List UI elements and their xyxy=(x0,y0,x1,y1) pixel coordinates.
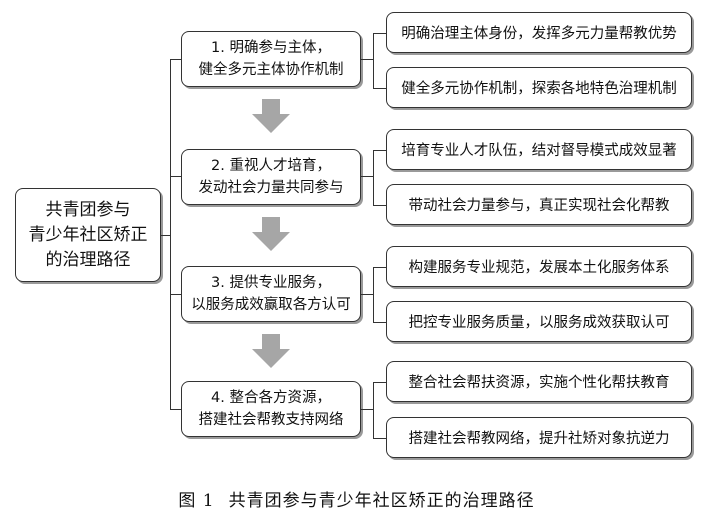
mid-spine xyxy=(170,59,172,410)
step-3-leaf-1: 构建服务专业规范，发展本土化服务体系 xyxy=(386,246,692,287)
step-2-leaf-branch-2 xyxy=(373,205,386,207)
step-3-node: 3. 提供专业服务， 以服务成效赢取各方认可 xyxy=(181,266,361,322)
step-2-node: 2. 重视人才培育， 发动社会力量共同参与 xyxy=(181,149,361,205)
figure-caption: 图 1 共青团参与青少年社区矫正的治理路径 xyxy=(0,486,713,511)
step-3-leaf-branch-1 xyxy=(373,267,386,269)
down-arrow-icon xyxy=(252,217,290,251)
step-1-leaf-spine xyxy=(373,33,375,89)
step-2-leaf-1: 培育专业人才队伍，结对督导模式成效显著 xyxy=(386,129,692,170)
root-line-2: 青少年社区矫正 xyxy=(28,224,148,245)
step-3-subtitle: 以服务成效赢取各方认可 xyxy=(191,297,351,313)
mid-branch-2 xyxy=(170,176,181,178)
step-3-leaf-2: 把控专业服务质量，以服务成效获取认可 xyxy=(386,301,692,342)
figure-number: 图 1 xyxy=(178,491,215,511)
step-4-leaf-2: 搭建社会帮教网络，提升社矫对象抗逆力 xyxy=(386,417,692,458)
down-arrow-icon xyxy=(252,334,290,368)
step-3-title: 3. 提供专业服务， xyxy=(211,275,331,291)
mid-branch-1 xyxy=(170,59,181,61)
step-1-leaf-2: 健全多元协作机制，探索各地特色治理机制 xyxy=(386,67,692,108)
step-4-leaf-1: 整合社会帮扶资源，实施个性化帮扶教育 xyxy=(386,361,692,402)
step-1-leaf-branch-2 xyxy=(373,88,386,90)
step-3-connector xyxy=(361,294,374,296)
root-line-1: 共青团参与 xyxy=(45,199,131,220)
root-connector xyxy=(161,235,171,237)
step-1-subtitle: 健全多元主体协作机制 xyxy=(198,62,344,78)
step-3-leaf-spine xyxy=(373,267,375,323)
down-arrow-icon xyxy=(252,99,290,133)
step-1-leaf-branch-1 xyxy=(373,33,386,35)
step-1-title: 1. 明确参与主体， xyxy=(211,40,331,56)
mid-branch-3 xyxy=(170,294,181,296)
step-2-leaf-spine xyxy=(373,150,375,206)
step-4-connector xyxy=(361,409,374,411)
step-2-connector xyxy=(361,176,374,178)
step-4-leaf-branch-1 xyxy=(373,382,386,384)
step-2-title: 2. 重视人才培育， xyxy=(211,158,331,174)
step-4-subtitle: 搭建社会帮教支持网络 xyxy=(198,412,344,428)
root-node: 共青团参与 青少年社区矫正 的治理路径 xyxy=(15,188,161,282)
step-1-connector xyxy=(361,59,374,61)
figure-title: 共青团参与青少年社区矫正的治理路径 xyxy=(228,491,535,511)
step-1-leaf-1: 明确治理主体身份，发挥多元力量帮教优势 xyxy=(386,12,692,53)
step-4-node: 4. 整合各方资源， 搭建社会帮教支持网络 xyxy=(181,381,361,437)
step-4-title: 4. 整合各方资源， xyxy=(211,390,331,406)
step-4-leaf-branch-2 xyxy=(373,438,386,440)
step-2-subtitle: 发动社会力量共同参与 xyxy=(198,180,344,196)
step-4-leaf-spine xyxy=(373,382,375,439)
root-line-3: 的治理路径 xyxy=(45,249,131,270)
step-3-leaf-branch-2 xyxy=(373,322,386,324)
step-1-node: 1. 明确参与主体， 健全多元主体协作机制 xyxy=(181,31,361,87)
step-2-leaf-2: 带动社会力量参与，真正实现社会化帮教 xyxy=(386,184,692,225)
step-2-leaf-branch-1 xyxy=(373,150,386,152)
mid-branch-4 xyxy=(170,409,181,411)
